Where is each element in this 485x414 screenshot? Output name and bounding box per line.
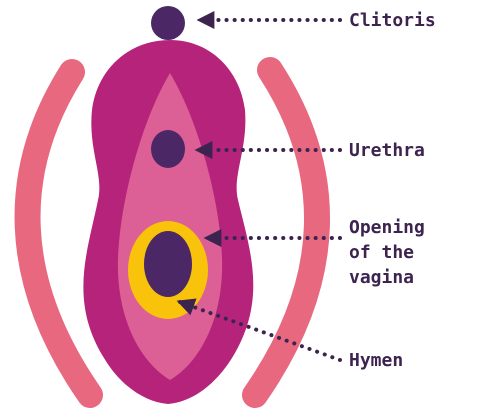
clitoris-label: Clitoris: [349, 8, 436, 33]
vaginal-opening-label-line1: Opening: [349, 215, 425, 240]
clitoris-shape: [151, 6, 185, 40]
left-outer-lip: [28, 72, 90, 395]
vaginal-opening: [144, 231, 192, 297]
right-outer-lip: [255, 70, 317, 395]
hymen-label: Hymen: [349, 348, 403, 373]
urethra-opening: [151, 130, 185, 168]
vaginal-opening-label-line3: vagina: [349, 265, 425, 290]
urethra-label: Urethra: [349, 138, 425, 163]
vaginal-opening-label-line2: of the: [349, 240, 425, 265]
vaginal-opening-label: Opening of the vagina: [349, 215, 425, 290]
